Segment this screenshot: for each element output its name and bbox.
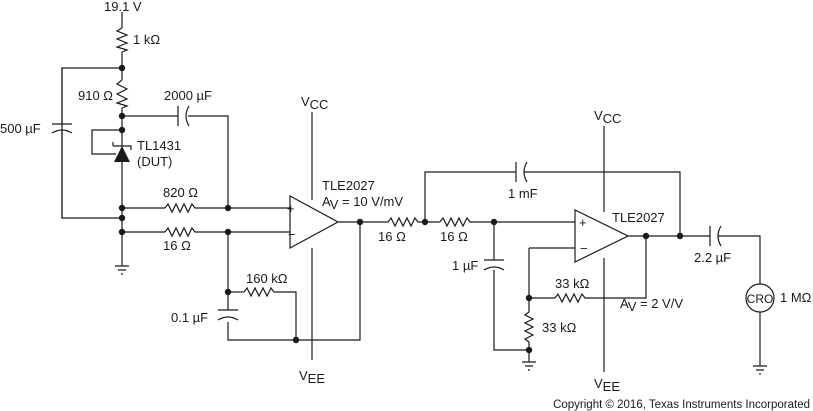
opamp-2-vcc-label: VCC	[594, 108, 621, 126]
resistor-33k-feedback	[554, 292, 587, 304]
resistor-910-label: 910 Ω	[78, 88, 113, 103]
capacitor-1mf-label: 1 mF	[508, 186, 538, 201]
ground-icon	[753, 365, 767, 375]
capacitor-2-2uf	[709, 225, 722, 247]
capacitor-2000uf	[177, 105, 190, 127]
capacitor-1uf-label: 1 µF	[452, 258, 478, 273]
capacitor-1mf	[515, 161, 528, 183]
resistors	[115, 27, 587, 343]
opamp-2-plus-label: +	[579, 215, 587, 230]
resistor-16-a-label: 16 Ω	[378, 229, 406, 244]
opamp-1-vcc-label: VCC	[301, 94, 328, 112]
resistor-1k	[115, 27, 129, 53]
ground-symbols	[115, 265, 767, 375]
resistor-16-b	[439, 216, 472, 228]
opamp-2-vee-label: VEE	[594, 376, 620, 394]
capacitor-0-1uf-label: 0.1 µF	[171, 310, 208, 325]
opamp-1-plus-label: +	[287, 201, 295, 216]
supply-voltage-label: 19.1 V	[104, 0, 142, 14]
cro-label: CRO	[747, 292, 774, 306]
resistor-820	[164, 202, 197, 214]
capacitor-500uf-label: 500 µF	[0, 121, 41, 136]
capacitor-1uf	[483, 259, 505, 271]
copyright-notice: Copyright © 2016, Texas Instruments Inco…	[553, 399, 810, 411]
resistor-16-input-label: 16 Ω	[163, 238, 191, 253]
dut-tag-label: (DUT)	[137, 154, 172, 169]
resistor-16-input	[164, 226, 197, 238]
capacitor-2000uf-label: 2000 µF	[164, 88, 212, 103]
resistor-1k-label: 1 kΩ	[133, 32, 160, 47]
opamp-1-minus-label: −	[288, 227, 296, 242]
opamp-2-minus-label: −	[580, 241, 588, 256]
resistor-33k-ground-label: 33 kΩ	[542, 320, 577, 335]
load-resistor-1m-label: 1 MΩ	[780, 290, 812, 305]
capacitor-500uf	[51, 120, 73, 218]
resistor-160k-label: 160 kΩ	[246, 271, 288, 286]
resistor-33k-feedback-label: 33 kΩ	[555, 276, 590, 291]
ground-icon	[115, 265, 129, 275]
resistor-33k-ground	[523, 311, 535, 343]
resistor-910	[115, 79, 129, 109]
resistor-820-label: 820 Ω	[163, 185, 198, 200]
capacitors	[51, 105, 722, 321]
tl1431-shunt-regulator-symbol	[112, 142, 132, 162]
opamp-1-gain-label: AV = 10 V/mV	[322, 194, 403, 212]
resistor-16-b-label: 16 Ω	[440, 229, 468, 244]
opamp-1-name-label: TLE2027	[322, 178, 375, 193]
opamp-2-gain-label: AV = 2 V/V	[620, 296, 683, 314]
opamp-2-name-label: TLE2027	[612, 210, 665, 225]
ground-icon	[522, 361, 536, 371]
capacitor-2-2uf-label: 2.2 µF	[694, 250, 731, 265]
opamp-2-triangle	[574, 209, 630, 263]
dut-name-label: TL1431	[137, 138, 181, 153]
resistor-16-a	[387, 216, 420, 228]
capacitor-0-1uf	[217, 309, 239, 321]
junction-dots	[118, 64, 684, 354]
opamp-1-vee-label: VEE	[299, 368, 325, 386]
opamp-1-triangle	[289, 194, 340, 250]
resistor-160k	[243, 286, 276, 298]
oscilloscope-cro-circle	[745, 283, 775, 313]
